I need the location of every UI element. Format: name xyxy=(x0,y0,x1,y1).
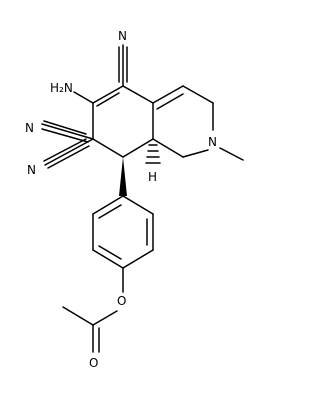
atom-label-ring-nitrogen: N xyxy=(208,135,217,149)
atom-label-nitrile-top-n: N xyxy=(118,29,127,43)
ring-right-bonds xyxy=(152,85,244,161)
stereo-hash-c8a xyxy=(145,144,161,164)
atom-label-stereo-h: H xyxy=(148,170,157,184)
atom-label-amino: H₂N xyxy=(50,81,73,95)
nitrile-left-lower xyxy=(43,138,94,169)
atom-label-ester-oxygen: O xyxy=(117,294,126,308)
nitrile-top xyxy=(118,44,128,87)
atom-label-carbonyl-oxygen: O xyxy=(89,356,98,370)
atom-label-nitrile-left-upper-n: N xyxy=(25,121,34,135)
molecule-drawing: N H₂N N N N H O O xyxy=(25,29,244,370)
amino-bond xyxy=(73,91,94,104)
structure-canvas: N H₂N N N N H O O xyxy=(25,29,244,370)
stereo-wedge-c8 xyxy=(119,157,127,196)
ester-bonds xyxy=(62,267,124,353)
ring-left-bonds xyxy=(92,85,154,158)
nitrile-left-upper xyxy=(41,120,94,143)
atom-label-nitrile-left-lower-n: N xyxy=(27,163,36,177)
benzene-ring xyxy=(92,195,154,269)
